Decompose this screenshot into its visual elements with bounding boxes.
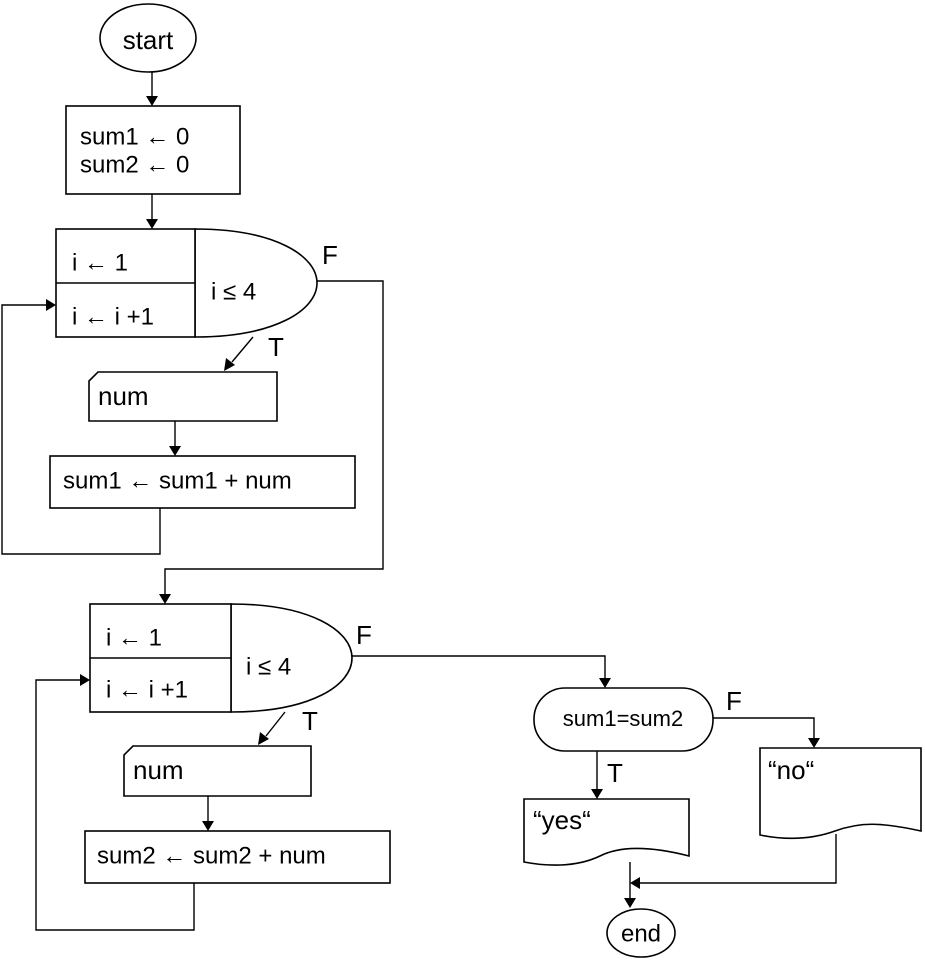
init-line-sum2: sum2 ← 0: [80, 151, 189, 178]
loop1-true-label: T: [268, 332, 284, 362]
loop1-process-label: sum1 ← sum1 + num: [63, 467, 292, 494]
end-label: end: [621, 920, 661, 947]
loop1-false-label: F: [322, 240, 338, 270]
start-terminal[interactable]: start: [99, 3, 197, 73]
loop2-init-label: i ← 1: [106, 624, 162, 651]
compare-false-label: F: [726, 686, 742, 716]
loop2-block[interactable]: i ← 1 i ← i +1 i ≤ 4: [89, 603, 353, 713]
arrowhead: [146, 219, 158, 229]
loop1-condition-label: i ≤ 4: [211, 278, 256, 305]
arrowhead: [808, 738, 820, 748]
end-terminal[interactable]: end: [606, 908, 676, 958]
compare-true-label: T: [607, 758, 623, 788]
arrowhead: [599, 678, 611, 688]
loop2-false-label: F: [356, 620, 372, 650]
arrowhead: [630, 877, 640, 889]
compare-decision[interactable]: sum1=sum2: [533, 687, 714, 752]
arrowhead: [80, 674, 90, 686]
arrowhead: [202, 821, 214, 831]
arrowhead: [258, 732, 269, 745]
loop2-increment-label: i ← i +1: [106, 676, 188, 703]
loop1-input-shape: [88, 371, 278, 422]
loop2-process-box[interactable]: sum2 ← sum2 + num: [84, 830, 391, 884]
connector: [231, 336, 254, 363]
start-label: start: [123, 25, 174, 55]
loop1-block[interactable]: i ← 1 i ← i +1 i ≤ 4: [55, 228, 318, 338]
loop2-input-shape: [123, 745, 312, 797]
loop2-input-label: num: [133, 755, 184, 785]
loop2-back-connector: [35, 679, 195, 931]
loop1-input-box[interactable]: num: [88, 371, 278, 422]
compare-condition-label: sum1=sum2: [563, 706, 683, 731]
loop2-condition-shape: [230, 603, 353, 713]
loop2-condition-label: i ≤ 4: [246, 653, 291, 680]
output-no-box[interactable]: “no“: [759, 747, 922, 840]
init-line-sum1: sum1 ← 0: [80, 123, 189, 150]
output-no-label: “no“: [768, 755, 814, 785]
output-yes-label: “yes“: [533, 805, 591, 835]
loop1-process-box[interactable]: sum1 ← sum1 + num: [49, 455, 356, 509]
arrowhead: [591, 789, 603, 799]
arrowhead: [159, 594, 171, 604]
init-process-box[interactable]: sum1 ← 0 sum2 ← 0: [65, 105, 241, 195]
arrowhead: [46, 299, 56, 311]
arrowhead: [224, 358, 235, 371]
loop1-condition-shape: [194, 228, 318, 338]
loop1-init-label: i ← 1: [72, 249, 128, 276]
loop1-back-connector: [1, 304, 161, 555]
loop2-input-box[interactable]: num: [123, 745, 312, 797]
arrowhead: [146, 96, 158, 106]
loop2-process-label: sum2 ← sum2 + num: [97, 842, 326, 869]
loop1-exit-connector: [164, 280, 384, 594]
arrowhead: [169, 446, 181, 456]
loop2-exit-connector: [352, 655, 606, 678]
loop1-input-label: num: [98, 381, 149, 411]
arrowhead: [624, 898, 636, 908]
connector: [265, 711, 286, 737]
connector: [640, 834, 837, 884]
loop2-true-label: T: [302, 706, 318, 736]
loop1-increment-label: i ← i +1: [72, 303, 154, 330]
connector: [713, 717, 815, 738]
output-yes-box[interactable]: “yes“: [523, 798, 690, 866]
